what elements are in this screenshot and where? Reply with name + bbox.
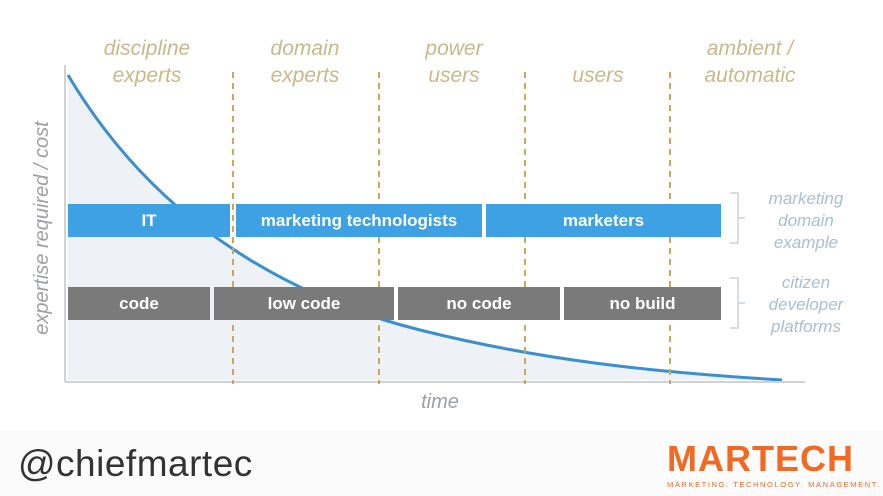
phase-1-line1: discipline [104,37,190,60]
marketing-side-line2: domain [778,211,834,230]
bar-code: code [68,287,210,320]
bar-no-build: no build [564,287,721,320]
bar-marketers: marketers [486,204,721,237]
phase-3-line2: users [428,64,480,87]
phase-5-line2: automatic [704,64,796,87]
phase-1-line2: experts [113,64,182,87]
bar-no-code: no code [398,287,560,320]
y-axis-label: expertise required / cost [31,120,53,335]
marketing-bracket [730,192,745,244]
bar-low-code: low code [214,287,394,320]
phase-4-line2: users [572,64,624,87]
bar-marketing-technologists: marketing technologists [236,204,482,237]
bar-it: IT [68,204,230,237]
phase-2-line1: domain [271,37,340,60]
logo-wordmark: MARTECH [667,438,854,479]
citizen-side-line2: developer [769,295,845,314]
martech-logo: MARTECH MARKETING. TECHNOLOGY. MANAGEMEN… [667,438,881,490]
phase-3-line1: power [424,37,483,60]
slide: discipline experts domain experts power … [31,37,845,413]
decay-curve [66,74,783,382]
marketing-side-line3: example [774,233,838,252]
footer: @chiefmartec [0,430,883,496]
logo-tagline: MARKETING. TECHNOLOGY. MANAGEMENT. [667,480,881,489]
x-axis-label: time [421,391,459,413]
marketing-side-line1: marketing [769,189,844,208]
citizen-bracket [730,277,745,329]
twitter-handle: @chiefmartec [18,443,253,484]
phase-5-line1: ambient / [707,37,796,60]
citizen-side-line3: platforms [770,317,841,336]
phase-2-line2: experts [271,64,340,87]
citizen-side-line1: citizen [782,273,830,292]
